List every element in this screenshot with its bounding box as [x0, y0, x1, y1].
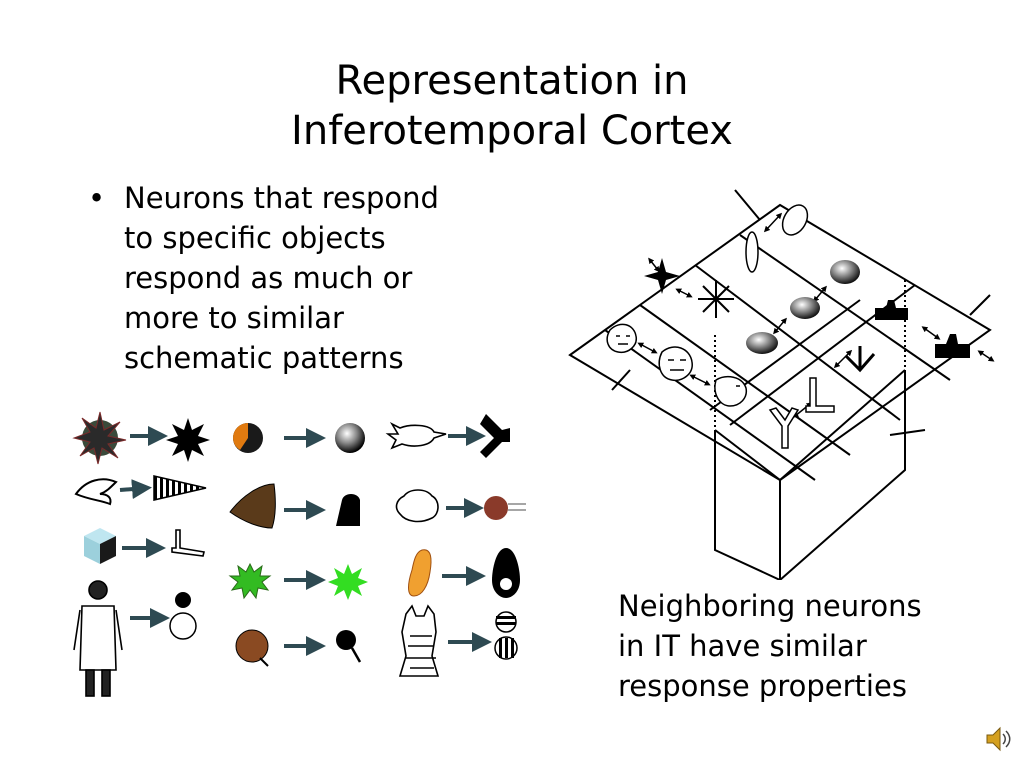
column-boundary: [604, 329, 816, 481]
similarity-arrow: [773, 317, 787, 335]
cortical-columns-diagram: [568, 189, 995, 580]
small-black-circle-icon: [175, 592, 191, 608]
asterisk-star-icon: [698, 280, 734, 318]
rounded-blob-icon: [336, 494, 360, 526]
hand-schematic-icon: [480, 414, 510, 458]
black-bump-1-icon: [875, 300, 908, 320]
title-line-2: Inferotemporal Cortex: [291, 108, 733, 154]
vertical-ellipse-icon: [745, 231, 759, 273]
slide-title: Representation in Inferotemporal Cortex: [160, 56, 864, 156]
similarity-arrow: [763, 212, 783, 233]
bullet-symbol: •: [88, 181, 106, 215]
bullet-line-3: respond as much or: [124, 261, 413, 295]
bullet-line-5: schematic patterns: [124, 341, 404, 375]
caption-line-3: response properties: [618, 669, 907, 703]
bullet-line-4: more to similar: [124, 301, 344, 335]
black-bump-2-icon: [935, 334, 970, 358]
cube-icon: [84, 528, 116, 564]
column-block-edge: [714, 429, 781, 481]
shaded-sphere-icon: [335, 423, 365, 453]
apple-icon: [235, 629, 269, 667]
column-boundary: [694, 264, 901, 421]
edge-tick: [734, 189, 761, 221]
similarity-arrow: [833, 349, 853, 369]
monkey-face-2-icon: [658, 346, 693, 382]
egg-sphere-3-icon: [746, 332, 778, 354]
cat-icon: [398, 604, 440, 677]
feather-icon: [74, 478, 118, 506]
column-block-edge: [779, 369, 906, 481]
edge-tick: [611, 369, 631, 391]
egg-sphere-1-icon: [830, 260, 860, 284]
t-shape-icon: [805, 377, 835, 413]
edge-tick: [889, 429, 926, 436]
pair-arrow: [119, 479, 152, 500]
caption: Neighboring neurons in IT have similar r…: [618, 586, 1018, 706]
half-orange-ball-icon: [233, 423, 263, 453]
similarity-arrow: [689, 374, 711, 386]
green-star-icon: [328, 564, 368, 600]
t-junction-icon: [171, 529, 205, 557]
cortex-surface: [568, 203, 992, 482]
title-line-1: Representation in: [335, 58, 689, 104]
egg-sphere-2-icon: [790, 297, 820, 319]
similarity-arrow: [648, 257, 660, 273]
lollipop-icon: [336, 630, 362, 663]
bullet-line-1: Neurons that respond: [124, 181, 439, 215]
green-fuzzy-ball-icon: [228, 562, 272, 600]
striped-wedge-icon: [153, 475, 207, 501]
similarity-arrow: [637, 342, 658, 354]
monkey-face-1-icon: [606, 323, 637, 354]
textured-disk-icon: [484, 496, 526, 520]
similarity-arrow: [675, 288, 693, 298]
edge-tick: [969, 294, 991, 316]
down-chevron-icon: [844, 346, 876, 373]
bullet-line-2: to specific objects: [124, 221, 386, 255]
similarity-arrow: [977, 350, 995, 362]
striped-circles-icon: [494, 611, 518, 660]
drop-ring-icon: [492, 548, 520, 598]
caption-line-1: Neighboring neurons: [618, 589, 922, 623]
y-shape-icon: [768, 407, 800, 449]
column-boundary: [639, 304, 851, 456]
column-block: [714, 370, 906, 580]
speaker-icon[interactable]: [983, 724, 1013, 754]
hand-icon: [385, 422, 447, 450]
star-burst-icon: [166, 418, 210, 462]
similarity-arrow: [921, 326, 941, 340]
stimulus-pairs-figure: [72, 411, 526, 697]
spiky-ball-icon: [72, 411, 127, 465]
four-point-star-icon: [644, 258, 680, 294]
person-figure-icon: [73, 580, 123, 697]
large-white-circle-icon: [169, 612, 197, 640]
bullet-text: Neurons that respond to specific objects…: [124, 178, 524, 378]
caption-line-2: in IT have similar: [618, 629, 867, 663]
textured-blob-icon: [395, 489, 439, 523]
tilted-ellipse-icon: [781, 204, 809, 236]
similarity-arrow: [813, 285, 827, 303]
column-boundary: [739, 234, 951, 381]
monkey-profile-icon: [714, 375, 748, 407]
leaf-shape-icon: [229, 483, 276, 529]
orange-squash-icon: [408, 549, 432, 597]
